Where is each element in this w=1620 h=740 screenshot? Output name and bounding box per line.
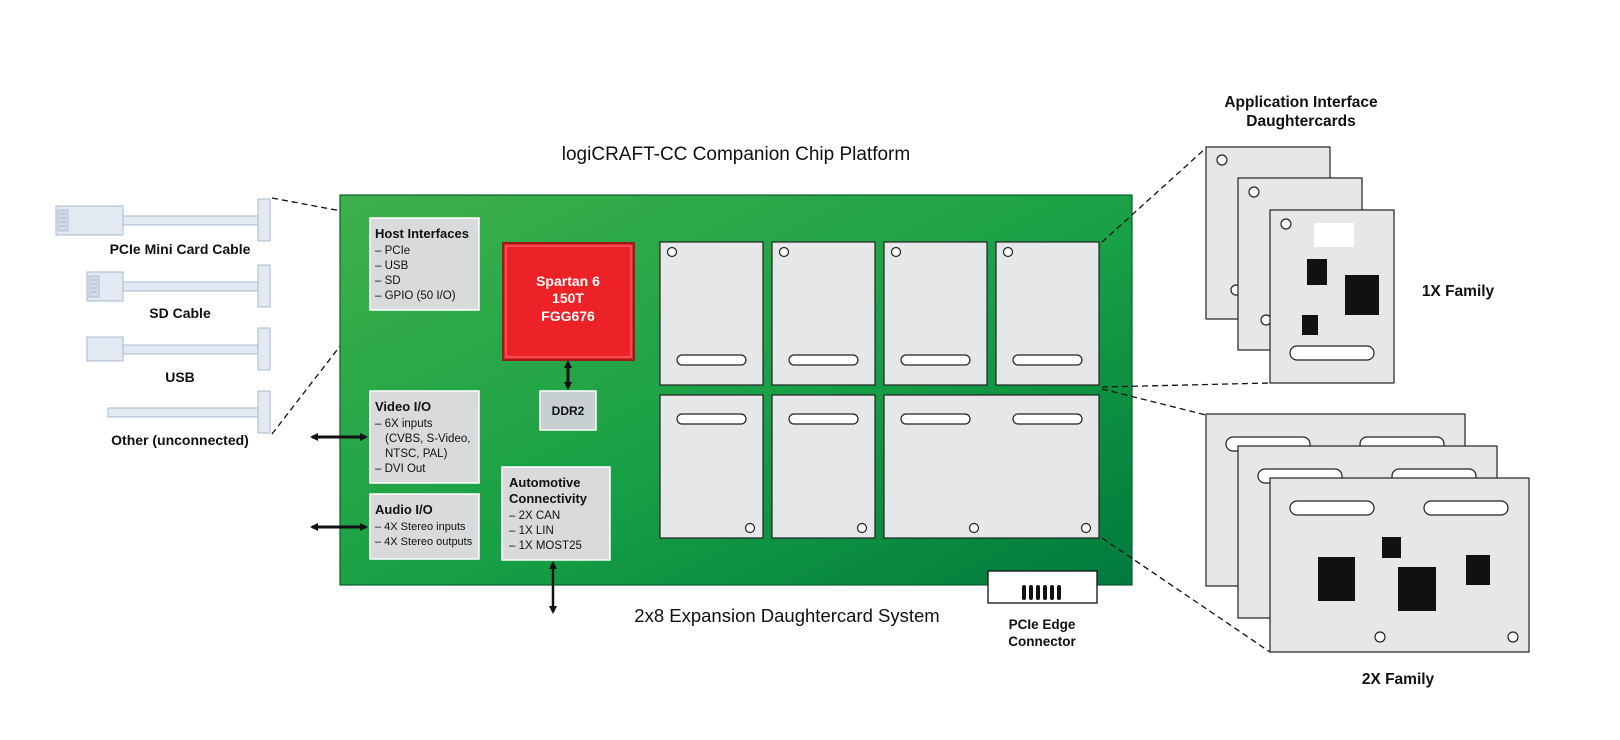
audio-io-panel	[369, 493, 480, 560]
callout-1x-top	[1101, 147, 1207, 243]
expansion-label: 2x8 Expansion Daughtercard System	[634, 605, 939, 626]
video-io-panel	[369, 390, 480, 484]
callout-1x-bottom	[1101, 382, 1271, 388]
cable-label-sd: SD Cable	[149, 305, 211, 321]
expansion-slots	[659, 241, 1100, 539]
expansion-slot	[659, 394, 764, 539]
video-io-title: Video I/O	[375, 399, 431, 414]
cable-label-pcie: PCIe Mini Card Cable	[110, 241, 251, 257]
pcie-edge-label: PCIe Edge	[1009, 617, 1076, 632]
video-io-item: NTSC, PAL)	[385, 448, 448, 460]
pcie-mini-card-cable	[55, 198, 271, 242]
automotive-item: – 1X LIN	[509, 525, 554, 537]
audio-io-item: – 4X Stereo inputs	[375, 521, 466, 533]
host-interfaces-panel	[369, 217, 480, 311]
fpga-label: Spartan 6	[536, 273, 600, 289]
host-interfaces-title: Host Interfaces	[375, 226, 469, 241]
video-io-item: – DVI Out	[375, 463, 426, 475]
usb-cable	[86, 327, 271, 371]
video-io-item: (CVBS, S-Video,	[385, 433, 470, 445]
callout-2x-top	[1101, 388, 1207, 416]
daughtercard-2x-stack	[1205, 413, 1530, 653]
ddr2-chip	[539, 390, 597, 431]
audio-io-item: – 4X Stereo outputs	[375, 536, 473, 548]
callout-2x-bottom	[1101, 537, 1271, 653]
ddr2-label: DDR2	[552, 404, 585, 418]
automotive-title: Connectivity	[509, 491, 588, 506]
automotive-panel	[501, 466, 611, 561]
daughtercard-1x-front	[1269, 209, 1395, 384]
expansion-slot	[995, 241, 1100, 386]
expansion-slot	[771, 394, 876, 539]
expansion-slot-double	[883, 394, 1100, 539]
automotive-item: – 2X CAN	[509, 510, 560, 522]
app-interface-title: Application Interface	[1224, 94, 1378, 111]
app-interface-title: Daughtercards	[1246, 113, 1355, 130]
expansion-slot	[659, 241, 764, 386]
audio-io-title: Audio I/O	[375, 502, 433, 517]
host-interfaces-item: – GPIO (50 I/O)	[375, 290, 456, 302]
cable-label-usb: USB	[165, 369, 195, 385]
fpga-label: 150T	[552, 290, 584, 306]
automotive-title: Automotive	[509, 475, 581, 490]
host-interfaces-item: – SD	[375, 275, 401, 287]
pcie-edge-connector	[987, 570, 1098, 604]
other-cable	[107, 390, 271, 434]
cable-label-other: Other (unconnected)	[111, 432, 249, 448]
expansion-slot	[883, 241, 988, 386]
pcie-edge-label: Connector	[1008, 634, 1076, 649]
fpga-label: FGG676	[541, 308, 595, 324]
family-1x-label: 1X Family	[1422, 283, 1495, 300]
expansion-slot	[771, 241, 876, 386]
automotive-item: – 1X MOST25	[509, 540, 582, 552]
diagram-title: logiCRAFT-CC Companion Chip Platform	[562, 144, 910, 165]
daughtercard-2x-front	[1269, 477, 1530, 653]
family-2x-label: 2X Family	[1362, 671, 1435, 688]
host-interfaces-item: – PCIe	[375, 245, 410, 257]
host-interfaces-item: – USB	[375, 260, 409, 272]
sd-cable	[86, 264, 271, 308]
daughtercard-1x-stack	[1205, 146, 1395, 384]
video-io-item: – 6X inputs	[375, 418, 433, 430]
